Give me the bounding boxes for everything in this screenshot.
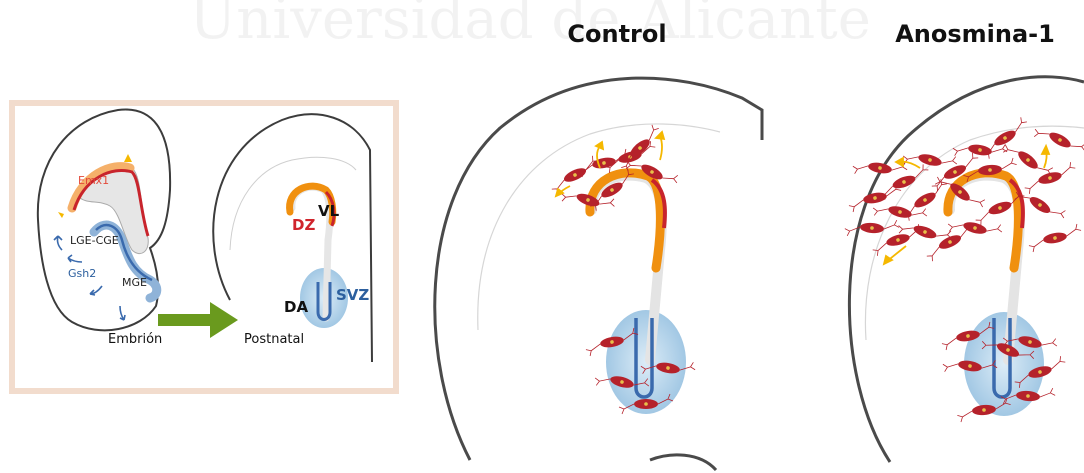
mge-label: MGE <box>122 276 147 289</box>
gsh2-label: Gsh2 <box>68 267 96 280</box>
emx1-label: Emx1 <box>78 174 109 187</box>
svz-label: SVZ <box>336 286 369 304</box>
anosmina-panel: Anosmina-1 <box>844 20 1084 462</box>
postnatal-hemisphere: VL DZ DA SVZ Postnatal <box>213 114 372 362</box>
embryo-to-postnatal-arrow <box>158 302 238 338</box>
embryo-postnatal-panel: Emx1 LGE-CGE Gsh2 MGE Embrión VL DZ DA S… <box>12 103 396 391</box>
anosmina-hemisphere-outline <box>849 77 1084 462</box>
control-panel: Control <box>435 20 762 470</box>
embryo-caption: Embrión <box>108 332 162 347</box>
postnatal-caption: Postnatal <box>244 332 304 347</box>
da-label: DA <box>284 298 308 316</box>
lge-cge-label: LGE-CGE <box>70 234 119 247</box>
vl-label: VL <box>318 202 340 220</box>
embryo-hemisphere: Emx1 LGE-CGE Gsh2 MGE Embrión <box>38 110 170 347</box>
control-hemisphere-outline <box>435 78 762 460</box>
watermark-text: Universidad de Alicante <box>189 0 871 52</box>
anosmina-migrating-cells <box>844 116 1084 263</box>
dz-label: DZ <box>292 216 315 234</box>
control-title: Control <box>567 20 666 48</box>
anosmina-title: Anosmina-1 <box>895 20 1055 48</box>
postnatal-outline <box>213 114 372 362</box>
control-inner-contour <box>478 124 720 330</box>
control-bottom-edge <box>650 455 716 470</box>
